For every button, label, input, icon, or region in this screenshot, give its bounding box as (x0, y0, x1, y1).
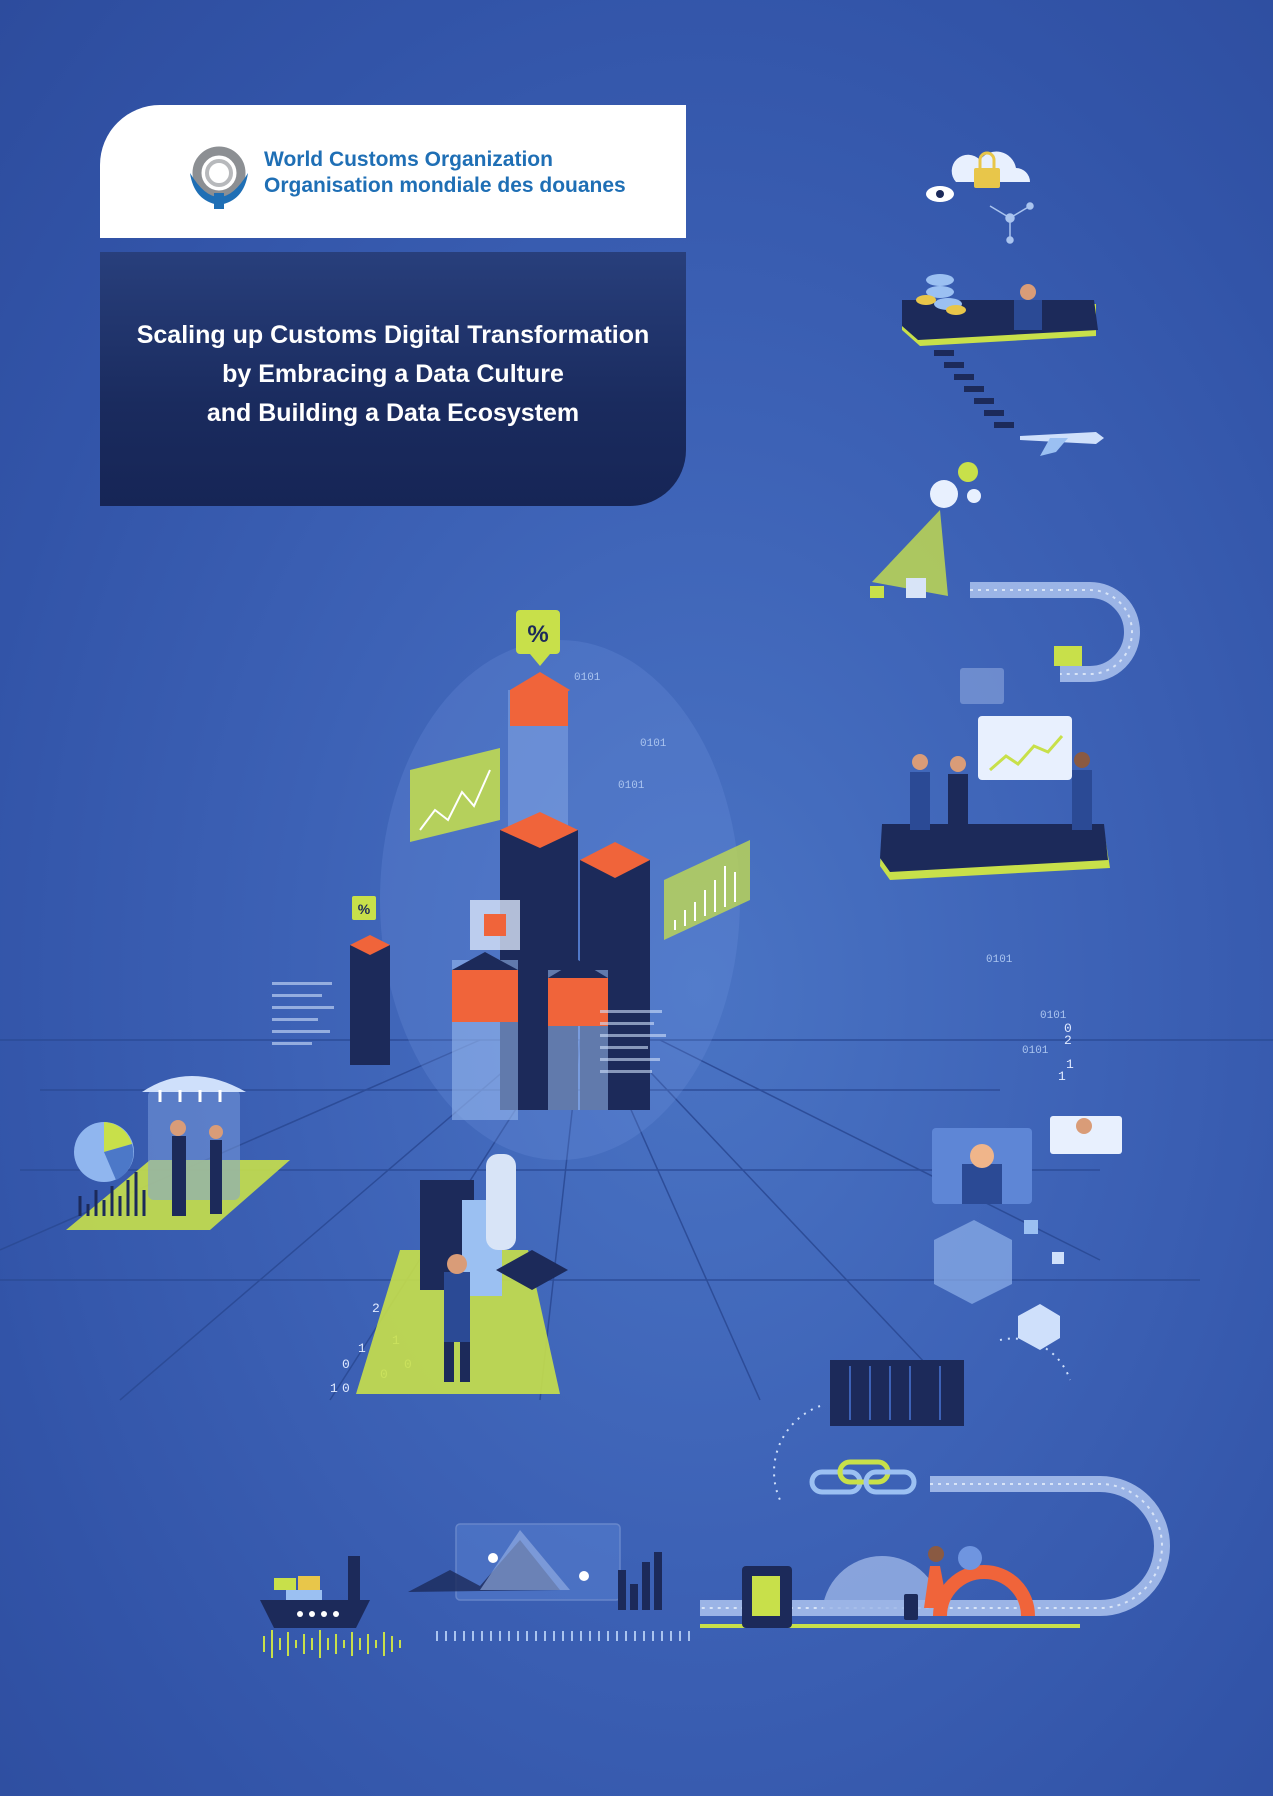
svg-text:%: % (527, 621, 548, 648)
package-icon (1054, 646, 1082, 666)
title-line-2: by Embracing a Data Culture (222, 359, 564, 388)
education-scene (356, 1154, 568, 1394)
svg-text:1: 1 (1066, 1057, 1074, 1072)
gear-icon (967, 489, 981, 503)
title-line-3: and Building a Data Ecosystem (206, 398, 580, 427)
svg-text:1: 1 (358, 1341, 366, 1356)
map-pin-icon (488, 1553, 498, 1563)
binary-labels: 0101 0101 0101 0101 0101 0101 (574, 672, 1067, 1057)
market-stall-scene (66, 1076, 290, 1230)
gear-icon (930, 480, 958, 508)
gear-icon (958, 462, 978, 482)
shipping-container (830, 1360, 964, 1426)
document-title: Scaling up Customs Digital Transformatio… (123, 316, 663, 433)
svg-text:%: % (358, 901, 371, 917)
binary-label: 0101 (1040, 1010, 1067, 1022)
data-towers (350, 672, 650, 1120)
svg-text:0: 0 (1064, 1021, 1072, 1036)
svg-text:0: 0 (342, 1357, 350, 1372)
binary-label: 0101 (1022, 1045, 1049, 1057)
binary-label: 0101 (574, 672, 601, 684)
title-panel: Scaling up Customs Digital Transformatio… (100, 252, 686, 506)
percent-badge-icon: % (352, 896, 376, 920)
journey-path (260, 151, 1170, 1658)
title-line-1: Scaling up Customs Digital Transformatio… (136, 320, 650, 349)
org-name-french: Organisation mondiale des douanes (264, 174, 626, 197)
percent-badge-icon: % (516, 610, 560, 666)
svg-text:2: 2 (1064, 1033, 1072, 1048)
binary-label: 0101 (986, 954, 1013, 966)
bar-chart-panel (664, 840, 750, 940)
wco-logo-icon (190, 146, 248, 209)
cloud-icon (951, 151, 1030, 182)
logo-card: World Customs Organization Organisation … (100, 105, 686, 238)
organization-name: World Customs Organization Organisation … (264, 147, 626, 199)
svg-text:2: 2 (372, 1301, 380, 1316)
binary-label: 0101 (640, 738, 667, 750)
lock-icon (974, 168, 1000, 188)
cube-icon (934, 1220, 1012, 1304)
org-name-english: World Customs Organization (264, 148, 553, 171)
map-pin-icon (579, 1571, 589, 1581)
binary-label: 0101 (618, 780, 645, 792)
sound-wave (263, 1630, 401, 1658)
svg-text:1: 1 (330, 1381, 338, 1396)
svg-text:0: 0 (342, 1381, 350, 1396)
cube-icon (1018, 1304, 1060, 1350)
data-streaks (272, 982, 666, 1073)
line-chart-panel (410, 748, 500, 842)
svg-text:1: 1 (1058, 1069, 1066, 1084)
